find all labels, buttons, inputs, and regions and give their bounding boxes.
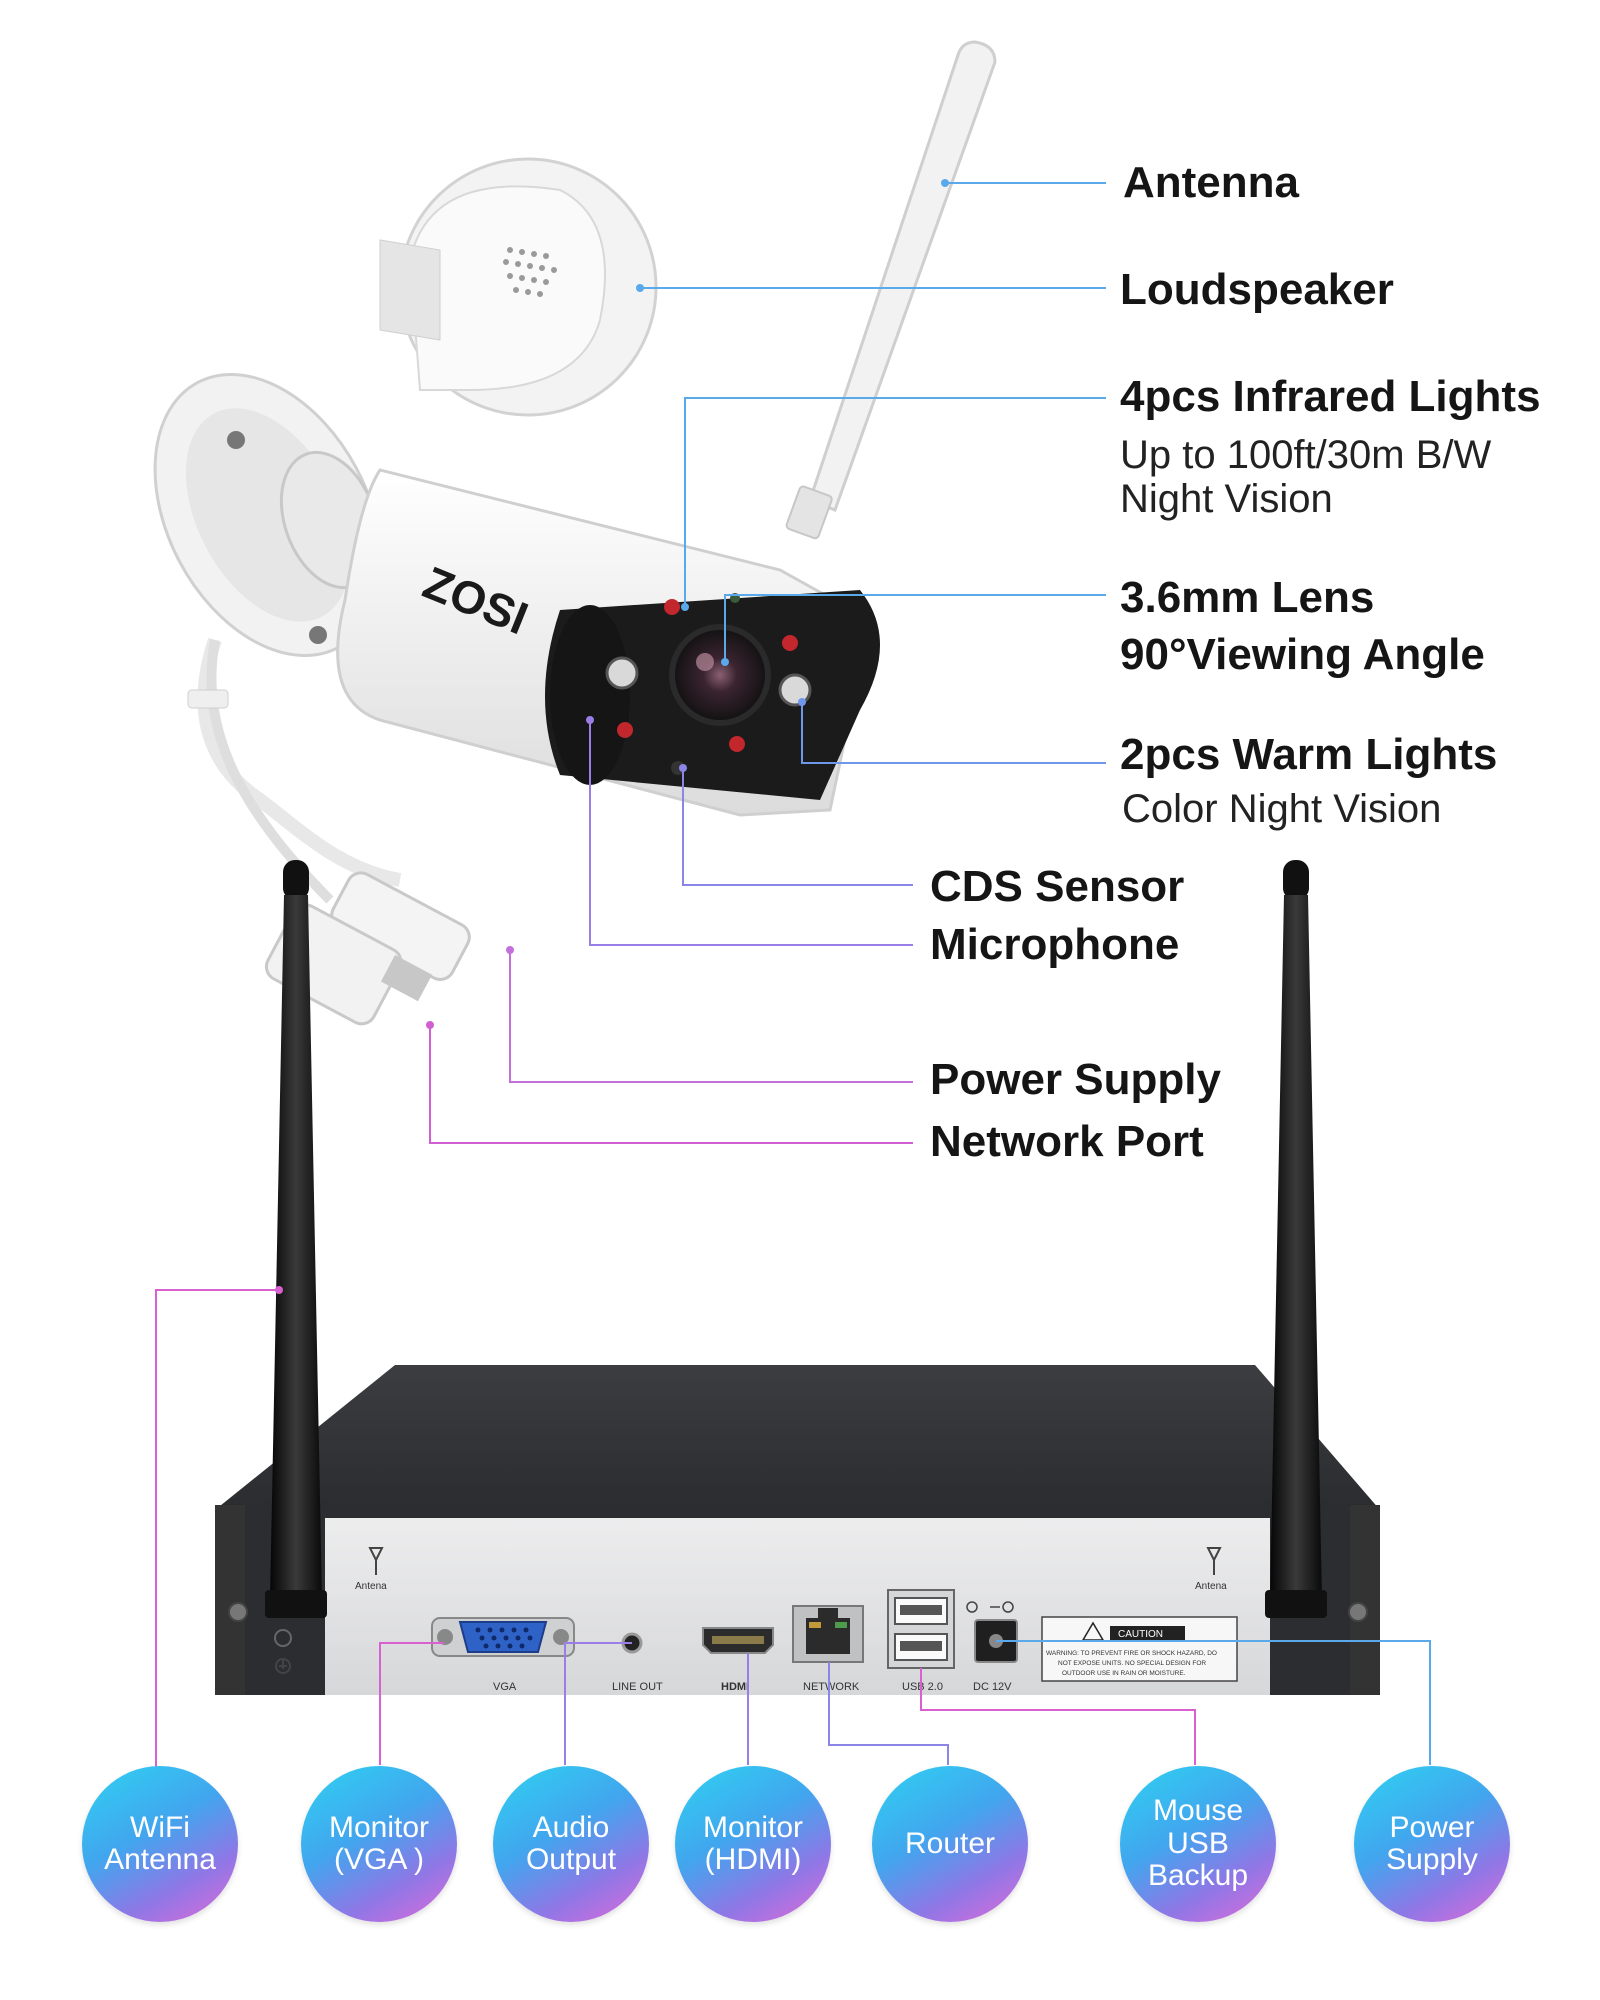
- infrared-mode-text: Night Vision: [1120, 477, 1333, 521]
- infrared-light: [729, 736, 745, 752]
- network-port: [792, 1605, 864, 1663]
- router-bubble: Router: [872, 1766, 1028, 1922]
- monitor-vga-bubble: Monitor (VGA ): [301, 1766, 457, 1922]
- warm-lights-label: 2pcs Warm Lights: [1120, 730, 1498, 779]
- monitor-vga-bubble-text: Monitor (VGA ): [328, 1810, 430, 1876]
- monitor-hdmi-bubble-text: Monitor (HDMI): [702, 1810, 804, 1876]
- dc-port-label: DC 12V: [973, 1681, 1012, 1693]
- audio-output-bubble: Audio Output: [493, 1766, 649, 1922]
- usb-ports: [887, 1589, 955, 1669]
- antena-left-label: Antena: [355, 1581, 387, 1592]
- power-supply-bubble-text: Power Supply: [1386, 1810, 1478, 1876]
- infrared-light: [664, 599, 680, 615]
- monitor-hdmi-bubble: Monitor (HDMI): [675, 1766, 831, 1922]
- loudspeaker-label: Loudspeaker: [1120, 265, 1394, 314]
- audio-output-bubble-text: Audio Output: [525, 1810, 617, 1876]
- caution-title: CAUTION: [1118, 1629, 1163, 1640]
- camera-lens: [669, 624, 771, 726]
- warm-light: [605, 656, 639, 690]
- wifi-antenna-bubble: WiFi Antenna: [82, 1766, 238, 1922]
- wifi-antenna-bubble-text: WiFi Antenna: [104, 1810, 216, 1876]
- power-supply-bubble: Power Supply: [1354, 1766, 1510, 1922]
- viewing-angle-label: 90°Viewing Angle: [1120, 630, 1485, 679]
- infrared-range-text: Up to 100ft/30m B/W: [1120, 433, 1492, 477]
- warning-line: OUTDOOR USE IN RAIN OR MOISTURE.: [1062, 1670, 1186, 1677]
- microphone-label: Microphone: [930, 920, 1180, 969]
- router-bubble-text: Router: [904, 1826, 996, 1860]
- vga-port-label: VGA: [493, 1681, 517, 1693]
- warm-lights-sub-text: Color Night Vision: [1122, 787, 1442, 831]
- infrared-lights-label: 4pcs Infrared Lights: [1120, 372, 1541, 421]
- power-supply-label: Power Supply: [930, 1055, 1221, 1104]
- warm-light: [778, 673, 812, 707]
- network-port-label: Network Port: [930, 1117, 1204, 1166]
- camera-illustration: ZOSI: [153, 40, 997, 1026]
- nvr-illustration: Antena Antena VGA LINE OUT HDMI: [215, 860, 1380, 1695]
- mouse-usb-backup-bubble-text: Mouse USB Backup: [1147, 1794, 1249, 1893]
- warning-line: WARNING: TO PREVENT FIRE OR SHOCK HAZARD…: [1046, 1650, 1217, 1657]
- loudspeaker-inset: [379, 157, 658, 417]
- leader-lines: [155, 179, 1431, 1770]
- cds-sensor-label: CDS Sensor: [930, 862, 1185, 911]
- infrared-light: [617, 722, 633, 738]
- hdmi-port-label: HDMI: [721, 1681, 749, 1693]
- antena-right-label: Antena: [1195, 1581, 1227, 1592]
- antenna-label: Antenna: [1123, 158, 1299, 207]
- caution-label: CAUTION WARNING: TO PREVENT FIRE OR SHOC…: [1041, 1616, 1238, 1682]
- lens-label: 3.6mm Lens: [1120, 573, 1375, 622]
- warning-line: NOT EXPOSE UNITS. NO SPECIAL DESIGN FOR: [1058, 1660, 1206, 1667]
- mouse-usb-backup-bubble: Mouse USB Backup: [1120, 1766, 1276, 1922]
- usb-port-label: USB 2.0: [902, 1681, 943, 1693]
- nvr-antenna-right: [1265, 860, 1327, 1618]
- nvr-top: [215, 1365, 1380, 1510]
- nvr-antenna-left: [265, 860, 327, 1618]
- infrared-light: [782, 635, 798, 651]
- vga-port: [431, 1617, 575, 1657]
- line-out-label: LINE OUT: [612, 1681, 663, 1693]
- camera-antenna: [808, 40, 997, 512]
- network-port-label: NETWORK: [803, 1681, 860, 1693]
